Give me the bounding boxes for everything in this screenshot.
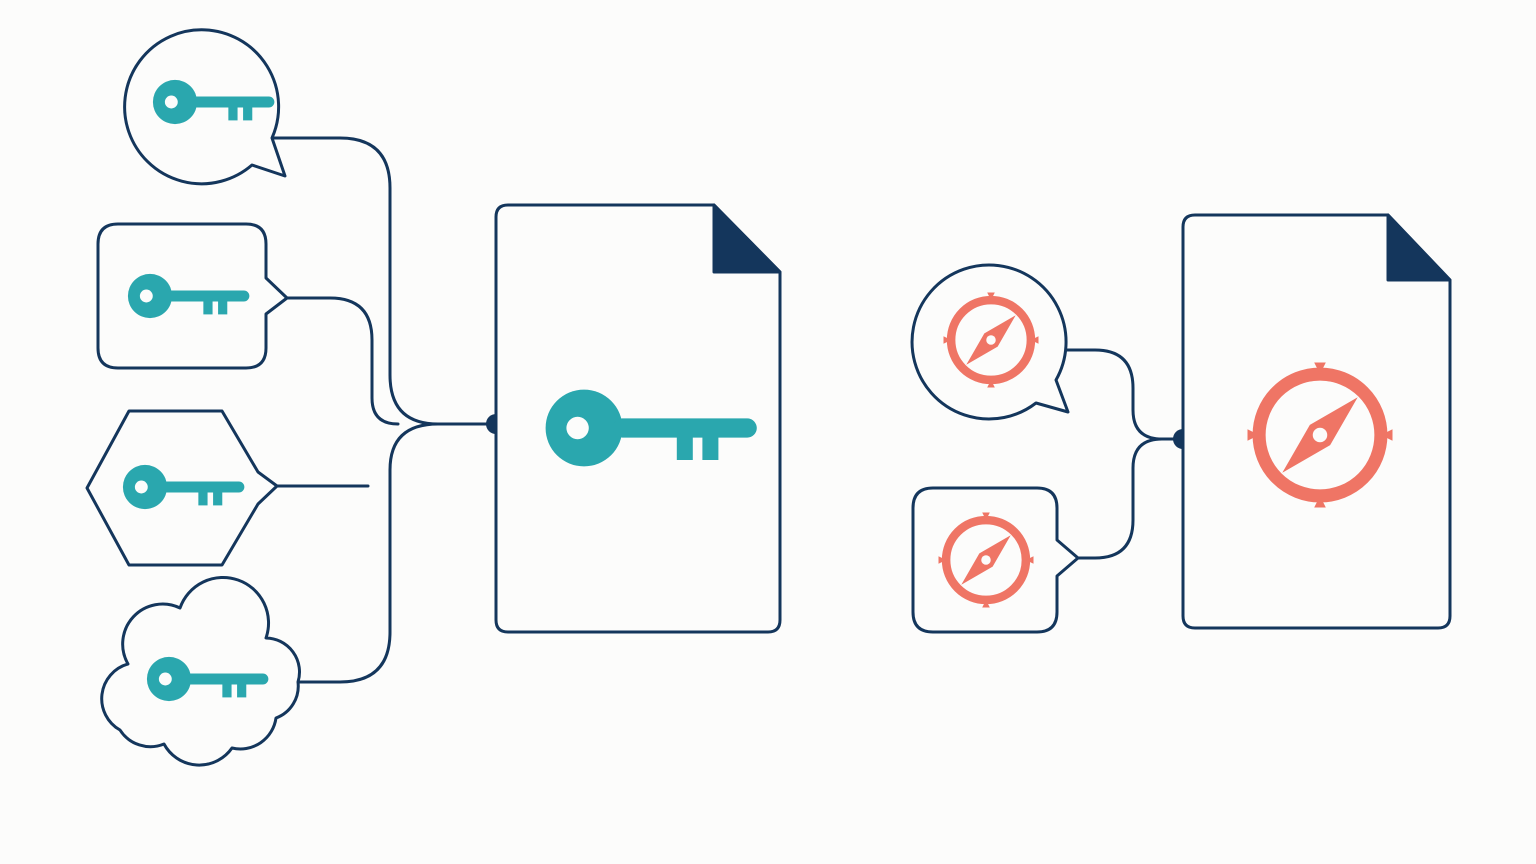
folded-corner — [712, 203, 782, 274]
connector-cloud-to-hub — [296, 422, 440, 684]
compass-connectors — [1064, 348, 1185, 560]
source-speech-bubble-round[interactable] — [123, 28, 287, 186]
target-document-key[interactable] — [494, 203, 782, 634]
key-connectors — [270, 136, 498, 684]
key-group — [85, 28, 782, 767]
connector-rect-to-hub — [1076, 437, 1164, 560]
connector-bubble-to-hub — [270, 136, 498, 426]
target-document-compass[interactable] — [1181, 213, 1452, 630]
source-speech-bubble-rect[interactable] — [96, 222, 289, 370]
connector-rect-to-hub — [285, 296, 400, 426]
source-speech-bubble-round[interactable] — [910, 263, 1070, 421]
compass-group — [910, 213, 1452, 634]
source-hexagon[interactable] — [85, 409, 279, 567]
connector-bubble-to-hub — [1064, 348, 1185, 441]
source-speech-bubble-rect[interactable] — [911, 486, 1080, 634]
source-cloud[interactable] — [100, 575, 301, 767]
folded-corner — [1386, 213, 1452, 282]
